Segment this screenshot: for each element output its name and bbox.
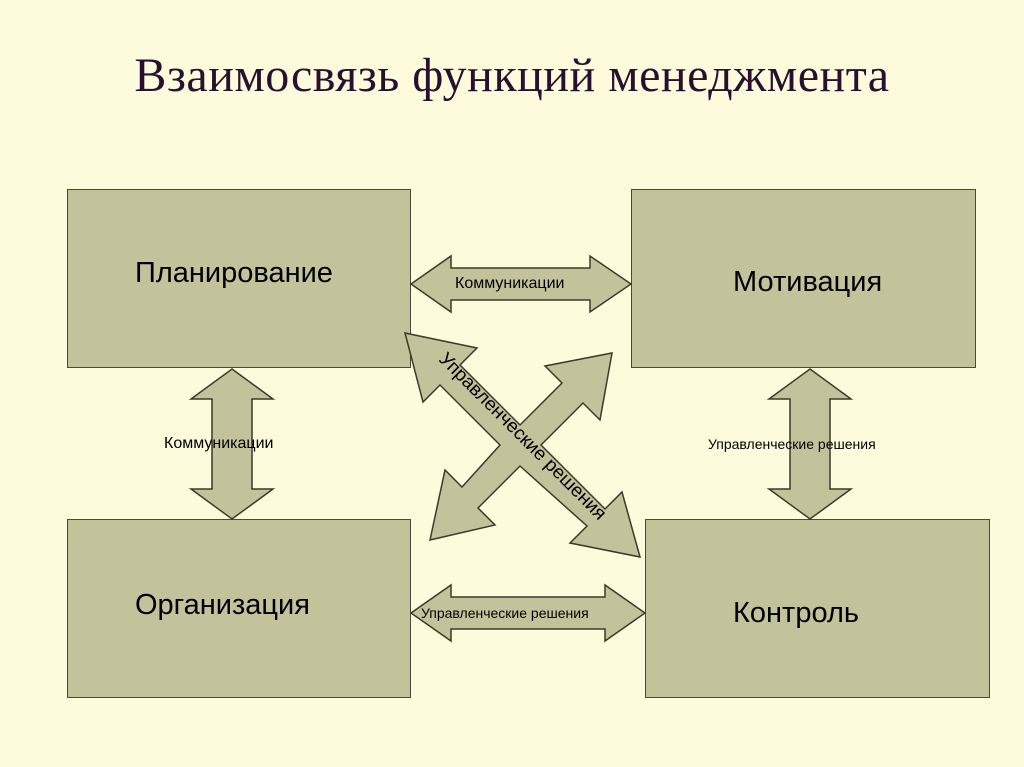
link-label-organization-control: Управленческие решения	[421, 605, 589, 621]
control-label: Контроль	[733, 597, 859, 629]
planning-box	[67, 189, 411, 368]
organization-label: Организация	[135, 589, 310, 621]
link-label-motivation-control: Управленческие решения	[708, 436, 876, 452]
link-label-planning-motivation: Коммуникации	[455, 275, 565, 292]
arrow-planning-organization	[188, 368, 276, 520]
planning-label: Планирование	[135, 257, 333, 289]
control-box	[645, 519, 990, 698]
organization-box	[67, 519, 411, 698]
arrow-organization-control	[409, 583, 647, 643]
arrow-motivation-control	[766, 368, 854, 520]
arrow-planning-motivation	[409, 254, 633, 314]
arrow-diagonal-cross	[403, 332, 642, 558]
page-title: Взаимосвязь функций менеджмента	[134, 49, 890, 102]
motivation-label: Мотивация	[733, 266, 883, 298]
motivation-box	[631, 189, 976, 368]
link-label-planning-organization: Коммуникации	[164, 435, 274, 452]
